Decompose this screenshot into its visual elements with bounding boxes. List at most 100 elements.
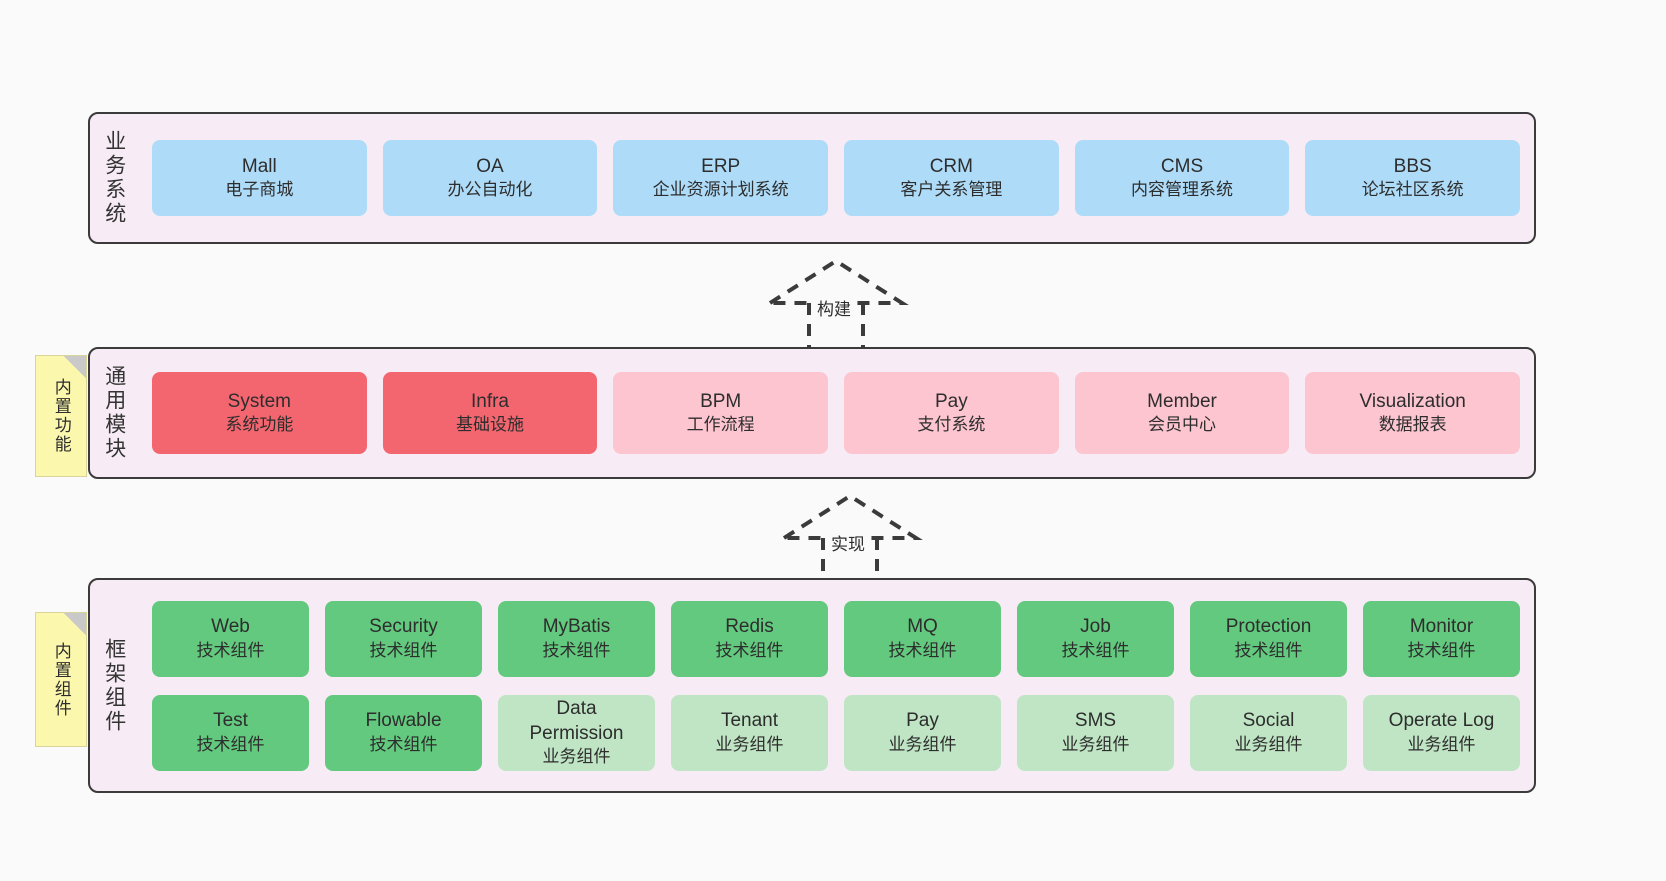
note-builtin-function-label: 内置功能 (51, 378, 71, 454)
box-subtitle: 业务组件 (542, 746, 611, 766)
box-subtitle: 业务组件 (715, 734, 784, 754)
connector-implement: 实现 (766, 490, 952, 588)
box-subtitle: 客户关系管理 (900, 180, 1003, 200)
connector-label-build: 构建 (814, 295, 854, 320)
box-subtitle: 技术组件 (888, 640, 957, 660)
framework-components-row-technical: Web 技术组件 Security 技术组件 MyBatis 技术组件 Redi… (152, 600, 1520, 677)
box-subtitle: 业务组件 (1407, 734, 1476, 754)
box-subtitle: 技术组件 (1407, 640, 1476, 660)
common-modules-row: System 系统功能 Infra 基础设施 BPM 工作流程 Pay 支付系统… (152, 372, 1521, 454)
layer-framework-components: 框架组件 Web 技术组件 Security 技术组件 MyBatis 技术组件… (88, 578, 1536, 793)
note-fold-corner-icon (64, 356, 86, 378)
box-crm[interactable]: CRM 客户关系管理 (844, 140, 1059, 216)
box-subtitle: 数据报表 (1378, 415, 1447, 435)
box-title: Test (213, 710, 248, 732)
box-sms[interactable]: SMS 业务组件 (1017, 694, 1174, 771)
box-mybatis[interactable]: MyBatis 技术组件 (498, 600, 655, 677)
box-title: ERP (701, 155, 741, 177)
box-title: Web (211, 616, 250, 638)
box-subtitle: 系统功能 (225, 415, 294, 435)
box-subtitle: 业务组件 (1061, 734, 1130, 754)
box-pay-module[interactable]: Pay 支付系统 (844, 372, 1059, 454)
box-subtitle: 业务组件 (888, 734, 957, 754)
box-security[interactable]: Security 技术组件 (325, 600, 482, 677)
box-title: Member (1147, 390, 1217, 412)
box-operate-log[interactable]: Operate Log 业务组件 (1363, 694, 1520, 771)
box-redis[interactable]: Redis 技术组件 (671, 600, 828, 677)
box-subtitle: 基础设施 (456, 415, 524, 435)
box-subtitle: 内容管理系统 (1131, 180, 1234, 200)
box-subtitle: 技术组件 (369, 734, 438, 754)
box-title: Operate Log (1388, 710, 1495, 732)
box-mq[interactable]: MQ 技术组件 (844, 600, 1001, 677)
box-subtitle: 办公自动化 (447, 180, 533, 200)
box-title: Flowable (365, 710, 442, 732)
box-subtitle: 技术组件 (196, 734, 265, 754)
note-fold-corner-icon (64, 613, 86, 635)
box-title: Security (369, 616, 438, 638)
box-subtitle: 技术组件 (715, 640, 784, 660)
note-builtin-component-label: 内置组件 (51, 641, 71, 718)
box-subtitle: 技术组件 (1061, 640, 1130, 660)
box-monitor[interactable]: Monitor 技术组件 (1363, 600, 1520, 677)
connector-build: 构建 (752, 255, 938, 353)
box-subtitle: 技术组件 (542, 640, 611, 660)
box-web[interactable]: Web 技术组件 (152, 600, 309, 677)
layer-body-framework-components: Web 技术组件 Security 技术组件 MyBatis 技术组件 Redi… (138, 580, 1534, 791)
box-oa[interactable]: OA 办公自动化 (382, 140, 598, 216)
box-visualization[interactable]: Visualization 数据报表 (1305, 372, 1521, 454)
connector-label-implement: 实现 (828, 530, 868, 555)
layer-business-systems: 业务系统 Mall 电子商城 OA 办公自动化 ERP 企业资源计划系统 CRM… (88, 112, 1536, 244)
box-title: BBS (1393, 155, 1432, 177)
note-builtin-function: 内置功能 (35, 355, 87, 477)
box-title: Data Permission (529, 698, 624, 744)
box-title: MyBatis (542, 616, 611, 638)
box-subtitle: 技术组件 (369, 640, 438, 660)
layer-label-common-modules: 通用模块 (102, 365, 126, 461)
box-title: Protection (1225, 616, 1312, 638)
layer-label-framework-components: 框架组件 (102, 637, 126, 734)
box-title: Social (1242, 710, 1295, 732)
box-title: Infra (470, 390, 510, 412)
box-title: Mall (241, 155, 277, 177)
box-tenant[interactable]: Tenant 业务组件 (671, 694, 828, 771)
box-erp[interactable]: ERP 企业资源计划系统 (613, 140, 829, 216)
box-infra[interactable]: Infra 基础设施 (382, 372, 598, 454)
box-job[interactable]: Job 技术组件 (1017, 600, 1174, 677)
box-title: System (227, 390, 292, 412)
box-social[interactable]: Social 业务组件 (1190, 694, 1347, 771)
box-subtitle: 工作流程 (686, 415, 755, 435)
framework-components-row-business: Test 技术组件 Flowable 技术组件 Data Permission … (152, 694, 1520, 771)
box-title: Pay (906, 710, 939, 732)
box-title: BPM (700, 390, 742, 412)
box-system[interactable]: System 系统功能 (152, 372, 367, 454)
box-subtitle: 业务组件 (1234, 734, 1303, 754)
box-title: Visualization (1359, 390, 1466, 412)
box-title: OA (476, 155, 504, 177)
business-systems-row: Mall 电子商城 OA 办公自动化 ERP 企业资源计划系统 CRM 客户关系… (152, 140, 1521, 216)
box-title: SMS (1074, 710, 1117, 732)
dashed-hollow-arrow-up-icon (763, 258, 909, 351)
layer-body-common-modules: System 系统功能 Infra 基础设施 BPM 工作流程 Pay 支付系统… (138, 349, 1534, 477)
box-title: CMS (1160, 155, 1204, 177)
box-test[interactable]: Test 技术组件 (152, 694, 309, 771)
box-title: CRM (929, 155, 973, 177)
box-bbs[interactable]: BBS 论坛社区系统 (1305, 140, 1521, 216)
dashed-hollow-arrow-up-icon (777, 493, 923, 586)
box-subtitle: 会员中心 (1148, 415, 1217, 435)
box-title: Pay (934, 390, 968, 412)
box-mall[interactable]: Mall 电子商城 (152, 140, 367, 216)
box-bpm[interactable]: BPM 工作流程 (613, 372, 829, 454)
box-member[interactable]: Member 会员中心 (1074, 372, 1290, 454)
box-subtitle: 企业资源计划系统 (652, 180, 789, 200)
box-subtitle: 技术组件 (1234, 640, 1303, 660)
box-cms[interactable]: CMS 内容管理系统 (1074, 140, 1290, 216)
box-title: Job (1080, 616, 1111, 638)
box-protection[interactable]: Protection 技术组件 (1190, 600, 1347, 677)
box-flowable[interactable]: Flowable 技术组件 (325, 694, 482, 771)
box-title: MQ (907, 616, 938, 638)
box-subtitle: 技术组件 (196, 640, 265, 660)
box-pay-component[interactable]: Pay 业务组件 (844, 694, 1001, 771)
box-data-permission[interactable]: Data Permission 业务组件 (498, 694, 655, 771)
